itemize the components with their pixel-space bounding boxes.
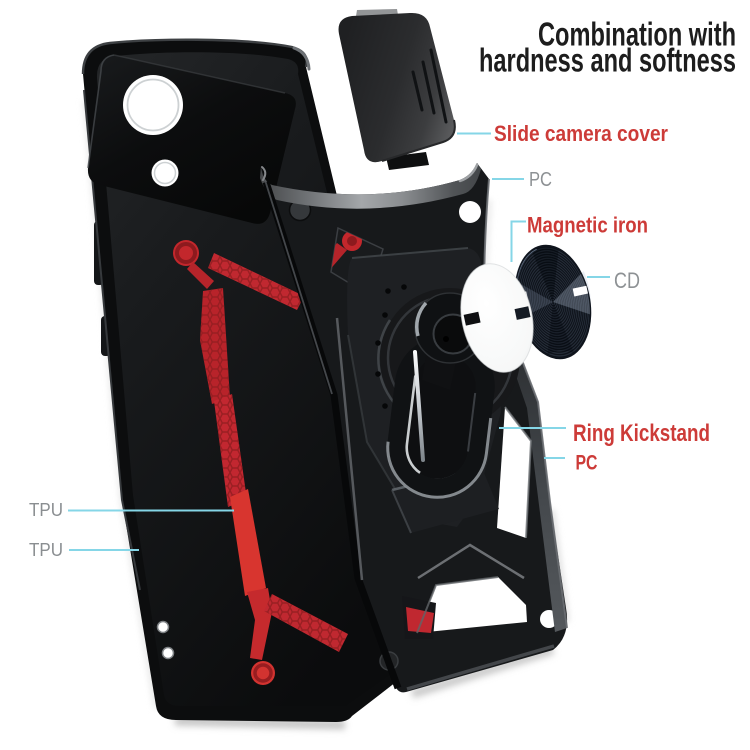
svg-text:CD: CD <box>614 268 640 293</box>
svg-text:PC: PC <box>529 169 552 191</box>
svg-text:hardness and softness: hardness and softness <box>479 42 736 79</box>
svg-text:Ring Kickstand: Ring Kickstand <box>573 420 710 447</box>
svg-text:Combination with: Combination with <box>538 16 736 53</box>
svg-text:TPU: TPU <box>29 499 63 520</box>
svg-text:TPU: TPU <box>29 539 63 560</box>
svg-text:Slide camera cover: Slide camera cover <box>494 121 668 146</box>
svg-text:Magnetic iron: Magnetic iron <box>527 213 648 238</box>
svg-text:PC: PC <box>576 451 598 475</box>
